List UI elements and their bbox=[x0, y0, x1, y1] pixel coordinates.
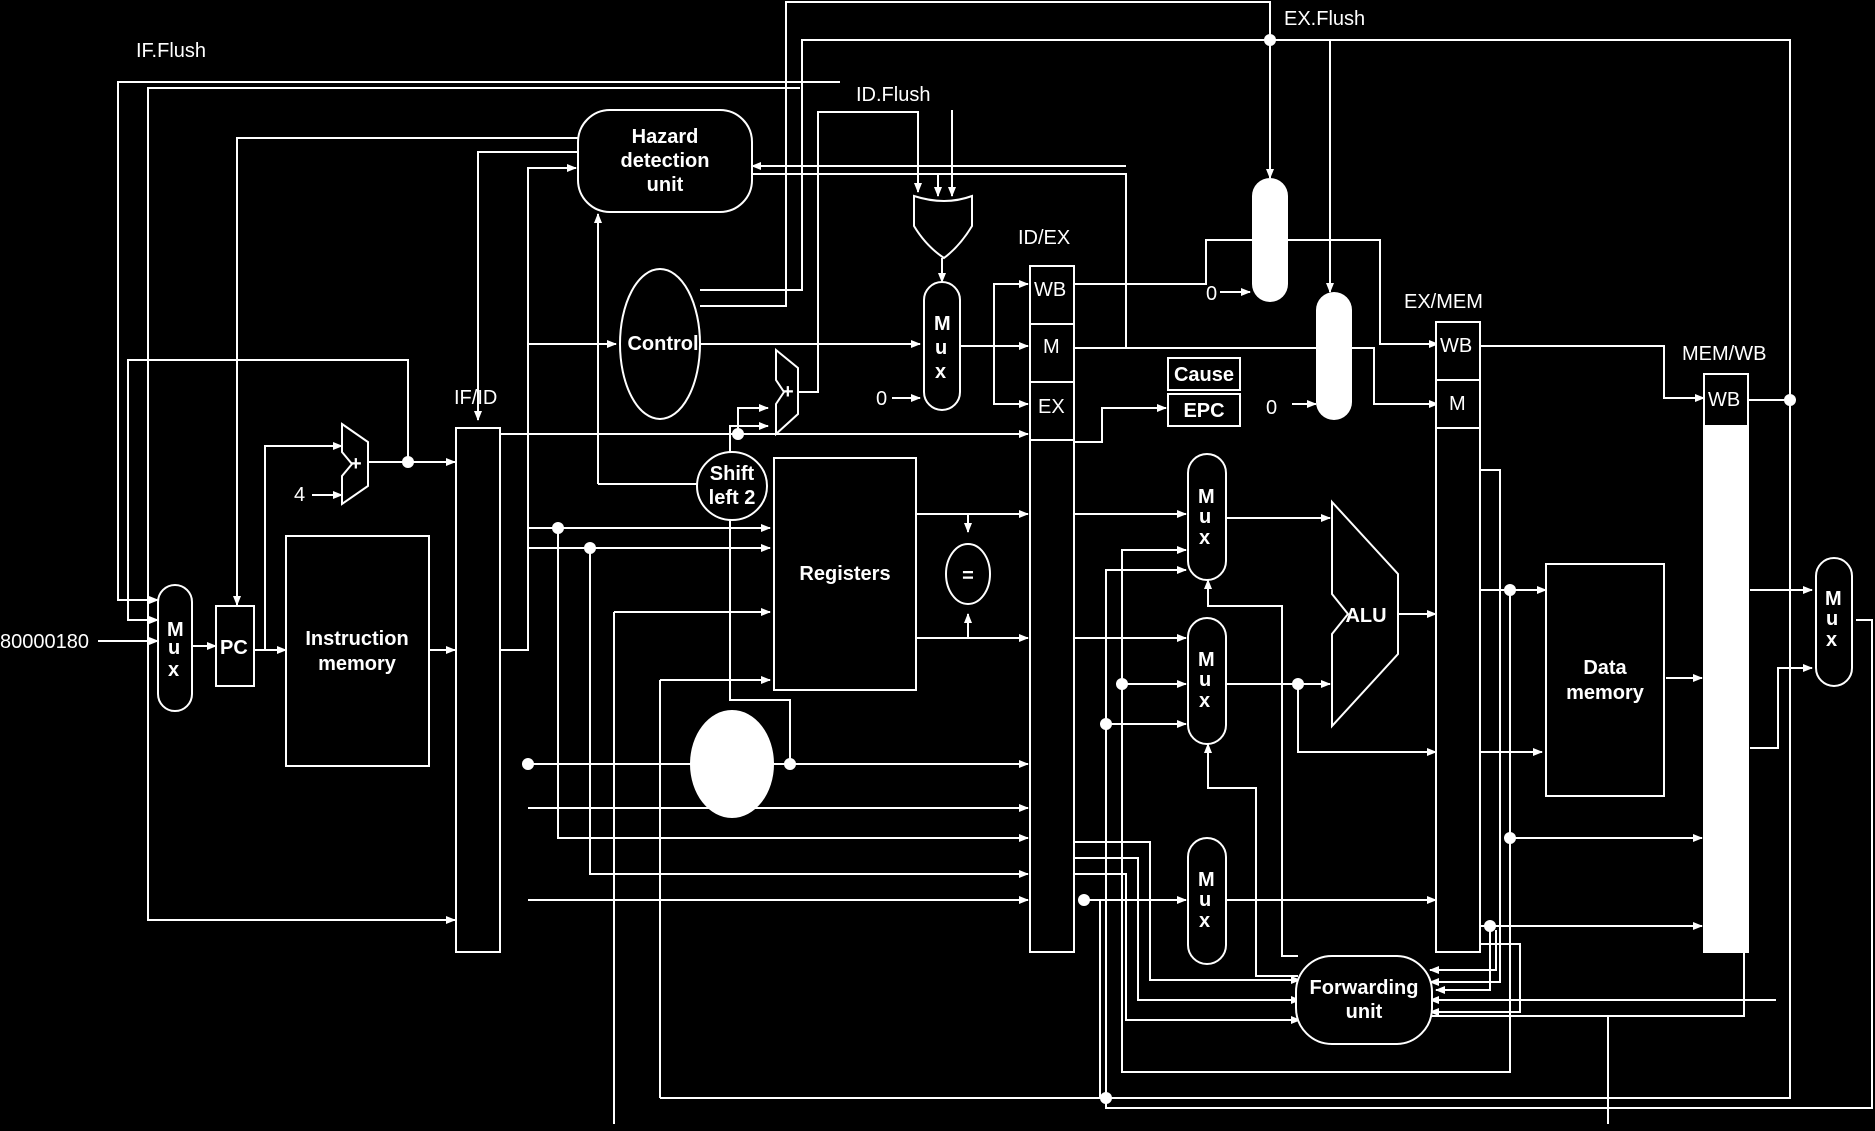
mem-wb-label: MEM/WB bbox=[1682, 343, 1766, 365]
ex-flush-pill-m bbox=[1316, 292, 1352, 420]
pc-adder: + bbox=[341, 422, 369, 506]
alu-label: ALU bbox=[1345, 605, 1386, 627]
equality-comparator: = bbox=[945, 543, 991, 605]
if-id-label: IF/ID bbox=[454, 387, 497, 409]
imem-line1: Instruction bbox=[305, 628, 408, 650]
if-id-register bbox=[455, 427, 501, 953]
zero-constant: 0 bbox=[876, 388, 887, 410]
mux-letter-m: M bbox=[1198, 869, 1215, 891]
imem-line2: memory bbox=[318, 653, 397, 675]
dmem-line1: Data bbox=[1583, 657, 1627, 679]
branch-adder: + bbox=[775, 347, 799, 437]
sign-extend bbox=[690, 710, 774, 818]
mux-letter-x: x bbox=[1199, 910, 1210, 932]
mux-letter-m: M bbox=[1198, 649, 1215, 671]
pc-mux: M u x bbox=[157, 584, 193, 712]
hazard-line1: Hazard bbox=[632, 126, 699, 148]
mux-letter-u: u bbox=[1199, 506, 1211, 528]
mux-letter-x: x bbox=[168, 659, 179, 681]
epc-label: EPC bbox=[1183, 400, 1224, 422]
forward-line2: unit bbox=[1346, 1001, 1383, 1023]
id-ex-m-label: M bbox=[1043, 336, 1060, 358]
data-memory: Data memory bbox=[1545, 563, 1665, 797]
mem-wb-register: WB bbox=[1703, 373, 1749, 953]
equal-symbol: = bbox=[962, 565, 974, 587]
regdst-mux: M u x bbox=[1187, 837, 1227, 965]
id-flush-or-gate bbox=[913, 194, 973, 260]
mux-letter-x: x bbox=[1826, 629, 1837, 651]
forwarding-unit: Forwarding unit bbox=[1295, 955, 1433, 1045]
id-ex-label: ID/EX bbox=[1018, 227, 1070, 249]
ex-mem-label: EX/MEM bbox=[1404, 291, 1483, 313]
mux-letter-m: M bbox=[167, 619, 184, 641]
mux-letter-x: x bbox=[935, 361, 946, 383]
alu: ALU bbox=[1331, 499, 1399, 729]
shift-left-2: Shift left 2 bbox=[696, 451, 768, 521]
ex-mem-m-label: M bbox=[1449, 393, 1466, 415]
ex-mem-register: WB M bbox=[1435, 321, 1481, 953]
hazard-line3: unit bbox=[647, 174, 684, 196]
id-flush-label: ID.Flush bbox=[856, 84, 930, 106]
mux-letter-u: u bbox=[1199, 669, 1211, 691]
junction-dots bbox=[402, 34, 1796, 1104]
ex-zero-wb: 0 bbox=[1206, 283, 1217, 305]
epc-register: EPC bbox=[1167, 393, 1241, 427]
ex-flush-label: EX.Flush bbox=[1284, 8, 1365, 30]
pc-label: PC bbox=[220, 637, 248, 659]
mux-letter-x: x bbox=[1199, 690, 1210, 712]
four-constant: 4 bbox=[294, 484, 305, 506]
registers-label: Registers bbox=[799, 563, 890, 585]
mux-letter-m: M bbox=[1825, 588, 1842, 610]
control-unit: Control bbox=[619, 268, 701, 420]
mux-letter-m: M bbox=[1198, 486, 1215, 508]
shift-line2: left 2 bbox=[709, 487, 756, 509]
if-flush-label: IF.Flush bbox=[136, 40, 206, 62]
cause-register: Cause bbox=[1167, 357, 1241, 391]
hazard-line2: detection bbox=[621, 150, 710, 172]
shift-line1: Shift bbox=[710, 463, 755, 485]
pc-register: PC bbox=[215, 605, 255, 687]
ex-zero-m: 0 bbox=[1266, 397, 1277, 419]
branch-adder-symbol: + bbox=[782, 381, 794, 403]
mux-letter-u: u bbox=[168, 637, 180, 659]
hazard-detection-unit: Hazard detection unit bbox=[577, 109, 753, 213]
mux-letter-m: M bbox=[934, 313, 951, 335]
pc-adder-symbol: + bbox=[350, 453, 362, 475]
mux-letter-x: x bbox=[1199, 527, 1210, 549]
id-ex-wb-label: WB bbox=[1034, 279, 1066, 301]
forward-line1: Forwarding bbox=[1310, 977, 1419, 999]
mux-letter-u: u bbox=[935, 337, 947, 359]
control-label: Control bbox=[627, 333, 698, 355]
exception-address-label: 80000180 bbox=[0, 631, 89, 653]
control-mux: M u x bbox=[923, 281, 961, 411]
mux-letter-u: u bbox=[1199, 889, 1211, 911]
mem-wb-wb-label: WB bbox=[1708, 389, 1740, 411]
register-file: Registers bbox=[773, 457, 917, 691]
cause-label: Cause bbox=[1174, 364, 1234, 386]
instruction-memory: Instruction memory bbox=[285, 535, 430, 767]
alu-mux-b: M u x bbox=[1187, 617, 1227, 745]
writeback-mux: M u x bbox=[1815, 557, 1853, 687]
id-ex-register: WB M EX bbox=[1029, 265, 1075, 953]
ex-flush-pill-wb bbox=[1252, 178, 1288, 302]
alu-mux-a: M u x bbox=[1187, 453, 1227, 581]
id-ex-ex-label: EX bbox=[1038, 396, 1065, 418]
dmem-line2: memory bbox=[1566, 682, 1645, 704]
mux-letter-u: u bbox=[1826, 608, 1838, 630]
ex-mem-wb-label: WB bbox=[1440, 335, 1472, 357]
